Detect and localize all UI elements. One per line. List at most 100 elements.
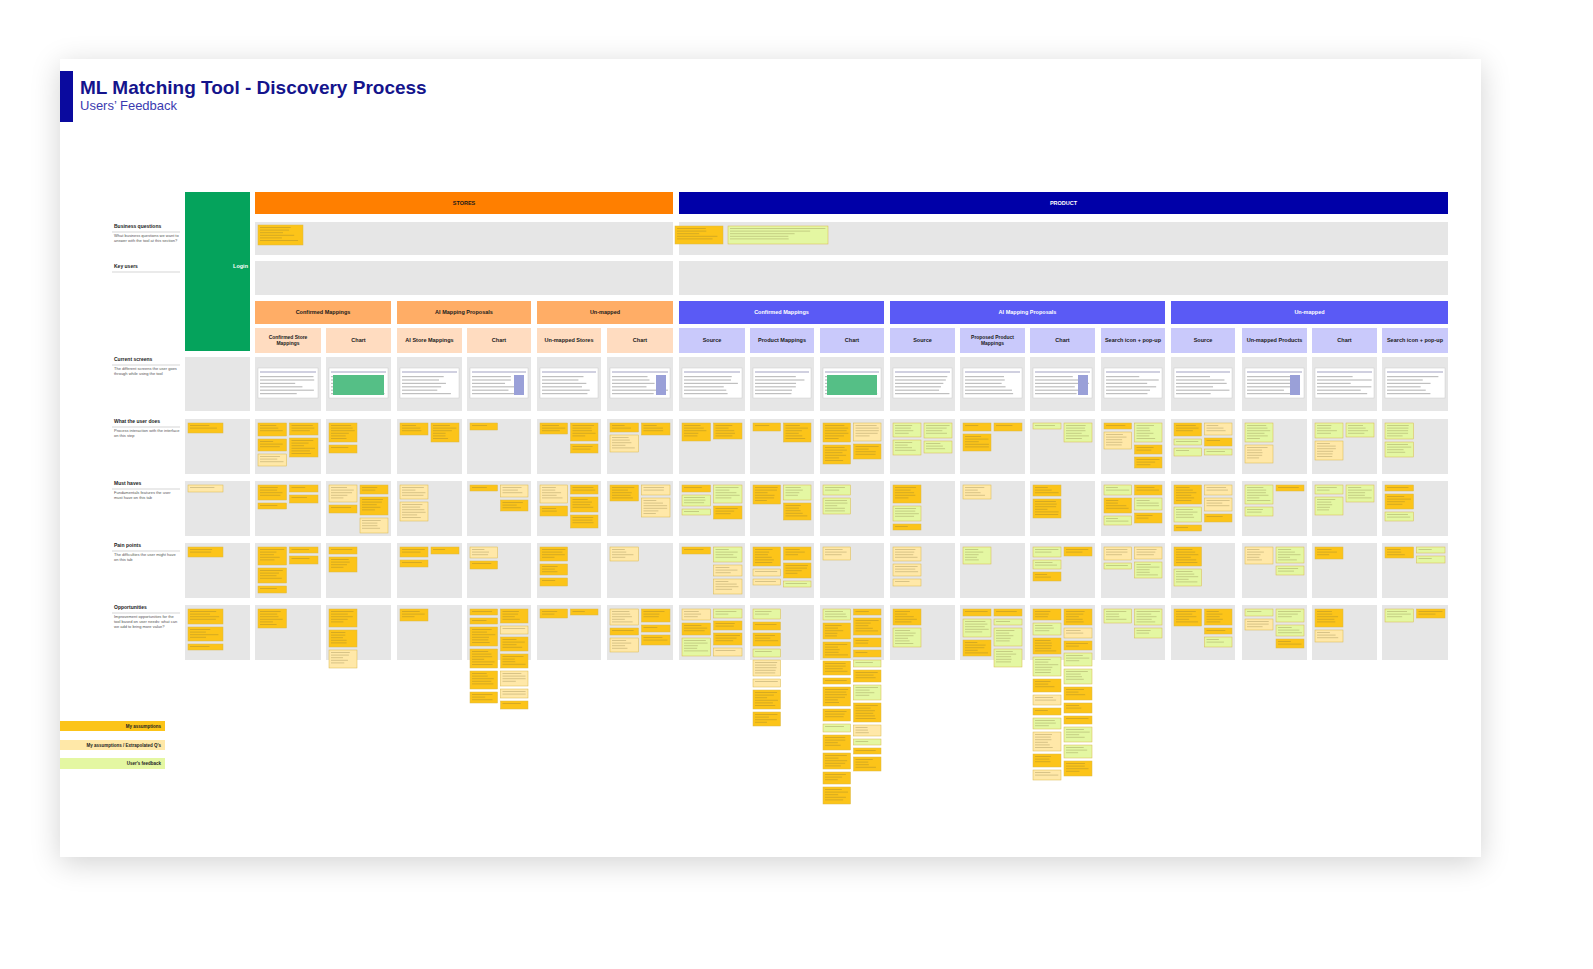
sticky-note	[501, 701, 529, 709]
note-scribble	[965, 552, 983, 553]
sticky-note	[1385, 494, 1414, 509]
sticky-note	[1135, 498, 1163, 510]
note-scribble	[472, 676, 488, 677]
note-scribble	[542, 549, 565, 550]
note-scribble	[786, 430, 802, 431]
sticky-note	[1276, 609, 1304, 622]
note-scribble	[825, 508, 845, 509]
note-scribble	[895, 450, 916, 451]
note-scribble	[1176, 509, 1193, 510]
sticky-note	[854, 757, 882, 771]
note-scribble	[786, 515, 808, 516]
subsection-bar: Confirmed Mappings	[679, 301, 884, 324]
screen-row	[1035, 386, 1075, 387]
note-scribble	[965, 441, 979, 442]
note-scribble	[1035, 506, 1056, 507]
sticky-note	[1033, 572, 1061, 581]
note-scribble	[292, 428, 315, 429]
note-scribble	[825, 758, 838, 759]
note-scribble	[1106, 425, 1125, 426]
note-scribble	[260, 557, 280, 558]
sticky-note	[329, 630, 357, 647]
note-scribble	[1137, 619, 1152, 620]
note-scribble	[292, 445, 305, 446]
note-scribble	[331, 487, 347, 488]
note-scribble	[786, 570, 802, 571]
note-scribble	[825, 549, 843, 550]
sticky-note	[963, 640, 991, 656]
row-label: Current screens	[114, 356, 180, 362]
note-scribble	[1137, 459, 1160, 460]
note-scribble	[472, 554, 488, 555]
note-scribble	[996, 656, 1011, 657]
sticky-note	[854, 685, 882, 700]
note-scribble	[1137, 433, 1154, 434]
sticky-note	[994, 619, 1022, 625]
row-cell	[397, 605, 462, 660]
note-scribble	[1035, 490, 1052, 491]
column-header: Chart	[467, 328, 531, 353]
note-scribble	[1035, 640, 1051, 641]
note-scribble	[730, 231, 810, 232]
sticky-note	[714, 423, 743, 439]
sticky-note	[682, 495, 711, 506]
screen-thumbnail	[682, 368, 742, 398]
note-scribble	[612, 487, 634, 488]
note-scribble	[503, 703, 521, 704]
sticky-note	[854, 725, 882, 736]
note-scribble	[825, 799, 843, 800]
screen-thumbnail	[1104, 368, 1162, 398]
note-scribble	[644, 503, 663, 504]
note-scribble	[1066, 552, 1082, 553]
note-scribble	[1066, 671, 1088, 672]
note-scribble	[755, 700, 778, 701]
screen-row	[402, 383, 446, 384]
note-scribble	[825, 503, 847, 504]
screen-row	[755, 393, 791, 394]
note-scribble	[755, 722, 767, 723]
note-scribble	[1176, 425, 1196, 426]
note-scribble	[612, 552, 626, 553]
note-scribble	[996, 654, 1016, 655]
note-scribble	[825, 500, 847, 501]
note-scribble	[1317, 451, 1333, 452]
sticky-note	[1064, 745, 1092, 758]
note-scribble	[895, 442, 912, 443]
screen-bar	[965, 371, 1020, 373]
note-scribble	[472, 549, 484, 550]
note-scribble	[331, 438, 347, 439]
node-label: Chart	[1335, 337, 1353, 343]
sticky-note	[1245, 445, 1273, 463]
note-scribble	[684, 549, 703, 550]
label-underline	[112, 365, 180, 366]
note-scribble	[1317, 487, 1337, 488]
screen-row	[1247, 393, 1297, 394]
sticky-note	[753, 633, 781, 646]
note-scribble	[1035, 509, 1047, 510]
note-scribble	[612, 490, 628, 491]
note-scribble	[433, 433, 446, 434]
note-scribble	[612, 492, 632, 493]
note-scribble	[1317, 509, 1329, 510]
sticky-note	[893, 440, 921, 455]
note-scribble	[1207, 451, 1225, 452]
row-cell	[1312, 357, 1377, 411]
sticky-note	[1104, 432, 1132, 449]
note-scribble	[472, 642, 490, 643]
row-description: Fundamentals features the user must have…	[114, 491, 180, 501]
sticky-note	[1033, 547, 1061, 557]
note-scribble	[1419, 549, 1432, 550]
note-scribble	[1207, 487, 1227, 488]
node-label: Confirmed Store Mappings	[255, 335, 321, 346]
note-scribble	[895, 554, 913, 555]
row-cell	[255, 222, 673, 255]
note-scribble	[1317, 499, 1335, 500]
note-scribble	[1176, 549, 1192, 550]
row-cell	[537, 419, 601, 474]
note-scribble	[1387, 517, 1410, 518]
note-scribble	[260, 616, 278, 617]
column-header: Proposed Product Mappings	[960, 328, 1025, 353]
sticky-note	[1064, 653, 1092, 666]
screen-row	[895, 386, 941, 387]
